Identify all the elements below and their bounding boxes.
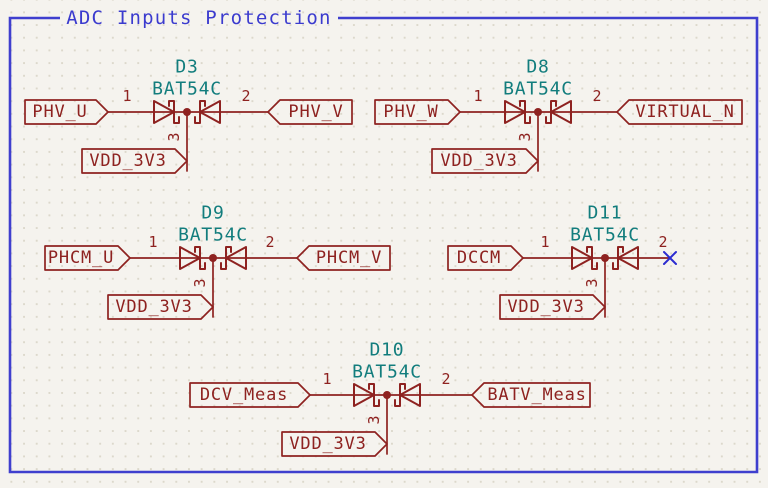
global-label-right[interactable]: VIRTUAL_N: [616, 99, 743, 125]
pin-number-3: 3: [365, 415, 383, 424]
global-label-right[interactable]: BATV_Meas: [471, 382, 591, 408]
net-name: PHV_V: [288, 102, 343, 122]
schottky-cathode-left: [586, 246, 598, 270]
diode-triangle-left: [353, 383, 375, 407]
schottky-cathode-left: [194, 246, 206, 270]
pin-number-3: 3: [583, 278, 601, 287]
junction-dot: [383, 391, 391, 399]
circuit-d8: D8 BAT54C 1 2 3 PHV_W VIRTUAL_N VDD_3V3: [374, 57, 743, 174]
global-label-supply[interactable]: VDD_3V3: [499, 294, 606, 320]
pin-number-2: 2: [592, 87, 601, 105]
diode-triangle-left: [571, 246, 593, 270]
reference-designator[interactable]: D3: [175, 57, 198, 78]
pin-number-2: 2: [441, 370, 450, 388]
group-title[interactable]: ADC Inputs Protection: [66, 7, 331, 29]
reference-designator[interactable]: D11: [588, 203, 623, 224]
part-value[interactable]: BAT54C: [503, 79, 573, 100]
pin-number-2: 2: [658, 233, 667, 251]
circuit-d9: D9 BAT54C 1 2 3 PHCM_U PHCM_V VDD_3V3: [44, 203, 391, 320]
reference-designator[interactable]: D10: [370, 340, 405, 361]
pin-number-1: 1: [148, 233, 157, 251]
reference-designator[interactable]: D8: [526, 57, 549, 78]
net-name: DCCM: [457, 248, 501, 268]
no-connect-icon[interactable]: [663, 251, 677, 265]
diode-symbol-d10[interactable]: [353, 383, 421, 407]
circuit-d10: D10 BAT54C 1 2 3 DCV_Meas BATV_Meas VDD_…: [189, 340, 591, 457]
global-label-supply[interactable]: VDD_3V3: [81, 148, 188, 174]
global-label-right[interactable]: PHCM_V: [296, 245, 391, 271]
group-frame: [8, 16, 759, 474]
schottky-cathode-left: [168, 100, 180, 124]
global-label-left[interactable]: PHV_U: [24, 99, 109, 125]
diode-triangle-left: [504, 100, 526, 124]
pin-number-2: 2: [265, 233, 274, 251]
pin-number-2: 2: [241, 87, 250, 105]
pin-number-1: 1: [322, 370, 331, 388]
diode-triangle-left: [153, 100, 175, 124]
net-name: BATV_Meas: [487, 385, 586, 405]
diode-triangle-right: [199, 100, 221, 124]
reference-designator[interactable]: D9: [201, 203, 224, 224]
net-name: VDD_3V3: [289, 434, 366, 454]
diode-symbol-d3[interactable]: [153, 100, 221, 124]
part-value[interactable]: BAT54C: [152, 79, 222, 100]
pin-number-3: 3: [191, 278, 209, 287]
junction-dot: [209, 254, 217, 262]
pin-number-1: 1: [473, 87, 482, 105]
pin-number-1: 1: [540, 233, 549, 251]
diode-triangle-right: [550, 100, 572, 124]
global-label-supply[interactable]: VDD_3V3: [281, 431, 388, 457]
part-value[interactable]: BAT54C: [352, 362, 422, 383]
diode-triangle-right: [399, 383, 421, 407]
net-name: PHV_W: [383, 102, 438, 122]
part-value[interactable]: BAT54C: [178, 225, 248, 246]
diode-triangle-left: [179, 246, 201, 270]
diode-symbol-d9[interactable]: [179, 246, 247, 270]
diode-symbol-d8[interactable]: [504, 100, 572, 124]
diode-triangle-right: [617, 246, 639, 270]
diode-symbol-d11[interactable]: [571, 246, 639, 270]
schottky-cathode-left: [368, 383, 380, 407]
pin-number-1: 1: [122, 87, 131, 105]
net-name: PHCM_V: [316, 248, 382, 268]
net-name: VDD_3V3: [507, 297, 584, 317]
net-name: VIRTUAL_N: [635, 102, 734, 122]
net-name: PHV_U: [32, 102, 87, 122]
net-name: VDD_3V3: [89, 151, 166, 171]
part-value[interactable]: BAT54C: [570, 225, 640, 246]
net-name: VDD_3V3: [440, 151, 517, 171]
diode-triangle-right: [225, 246, 247, 270]
global-label-left[interactable]: DCV_Meas: [189, 382, 311, 408]
global-label-left[interactable]: PHCM_U: [44, 245, 131, 271]
junction-dot: [601, 254, 609, 262]
pin-number-3: 3: [165, 132, 183, 141]
net-name: PHCM_U: [48, 248, 114, 268]
junction-dot: [183, 108, 191, 116]
circuit-d11: D11 BAT54C 1 2 3 DCCM VDD_3V3: [447, 203, 677, 320]
global-label-left[interactable]: PHV_W: [374, 99, 461, 125]
net-name: DCV_Meas: [200, 385, 288, 405]
pin-number-3: 3: [516, 132, 534, 141]
net-name: VDD_3V3: [115, 297, 192, 317]
circuit-d3: D3 BAT54C 1 2 3 PHV_U PHV_V VDD_3V3: [24, 57, 353, 174]
global-label-supply[interactable]: VDD_3V3: [107, 294, 214, 320]
global-label-right[interactable]: PHV_V: [267, 99, 353, 125]
junction-dot: [534, 108, 542, 116]
schottky-cathode-left: [519, 100, 531, 124]
global-label-supply[interactable]: VDD_3V3: [431, 148, 539, 174]
global-label-left[interactable]: DCCM: [447, 245, 524, 271]
